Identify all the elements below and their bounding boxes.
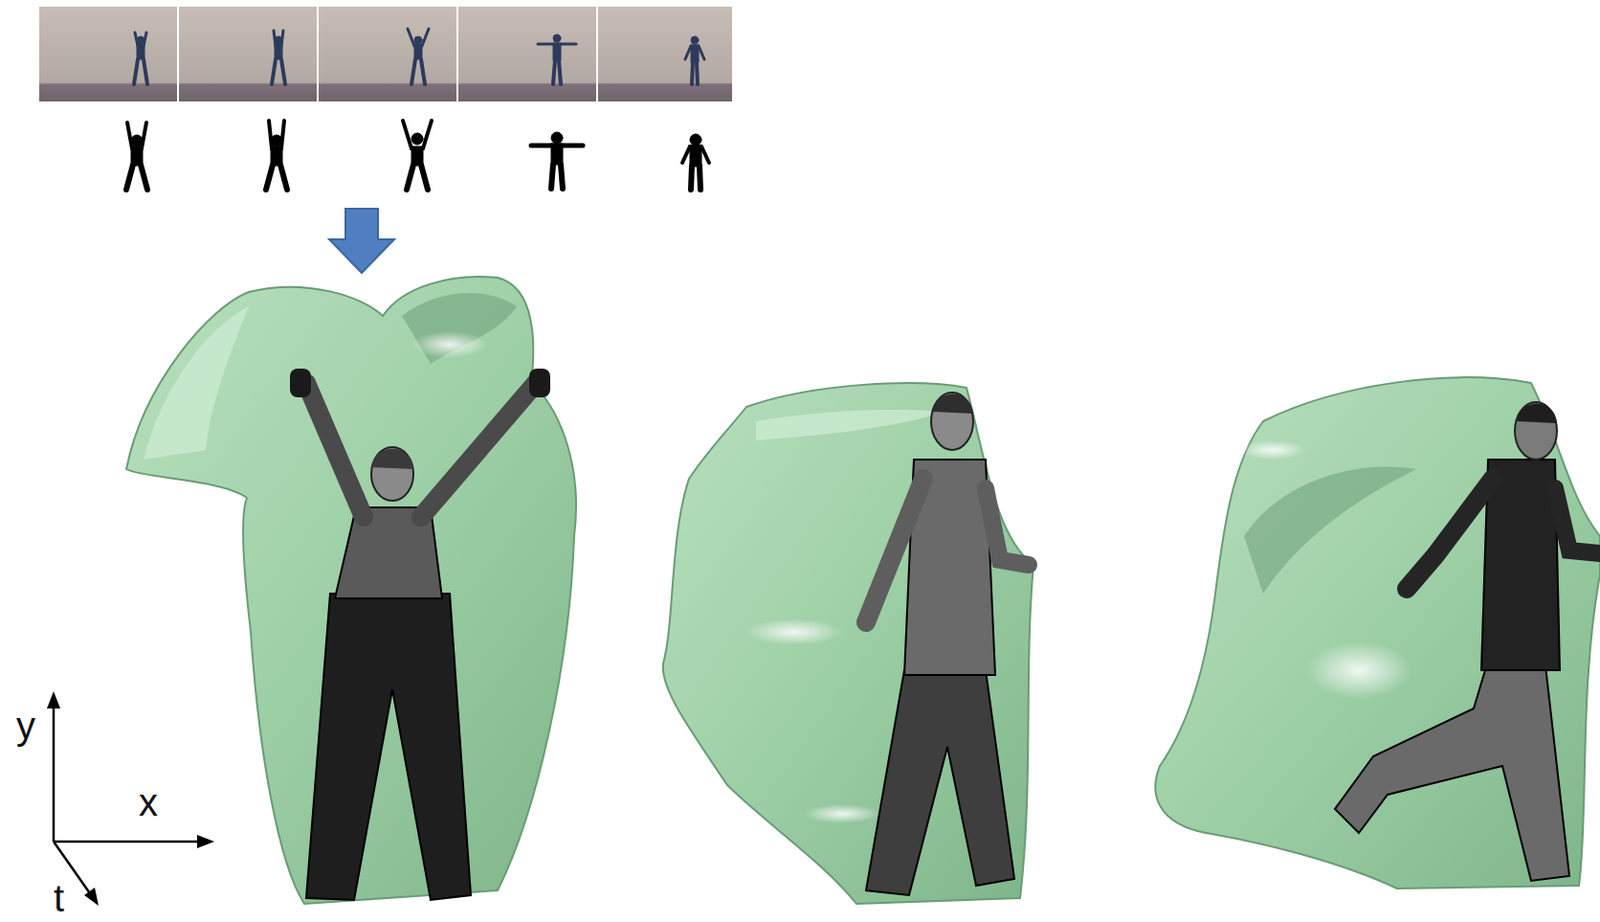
down-arrow	[329, 208, 395, 273]
video-frames	[39, 6, 733, 102]
axes	[46, 690, 215, 906]
space-time-shape	[1155, 377, 1600, 889]
space-time-shape	[126, 276, 577, 904]
space-time-shape	[663, 382, 1034, 904]
axis-label: y	[16, 706, 36, 745]
axis-label: x	[138, 782, 158, 822]
silhouettes	[126, 120, 710, 190]
axis-label: t	[53, 878, 65, 917]
